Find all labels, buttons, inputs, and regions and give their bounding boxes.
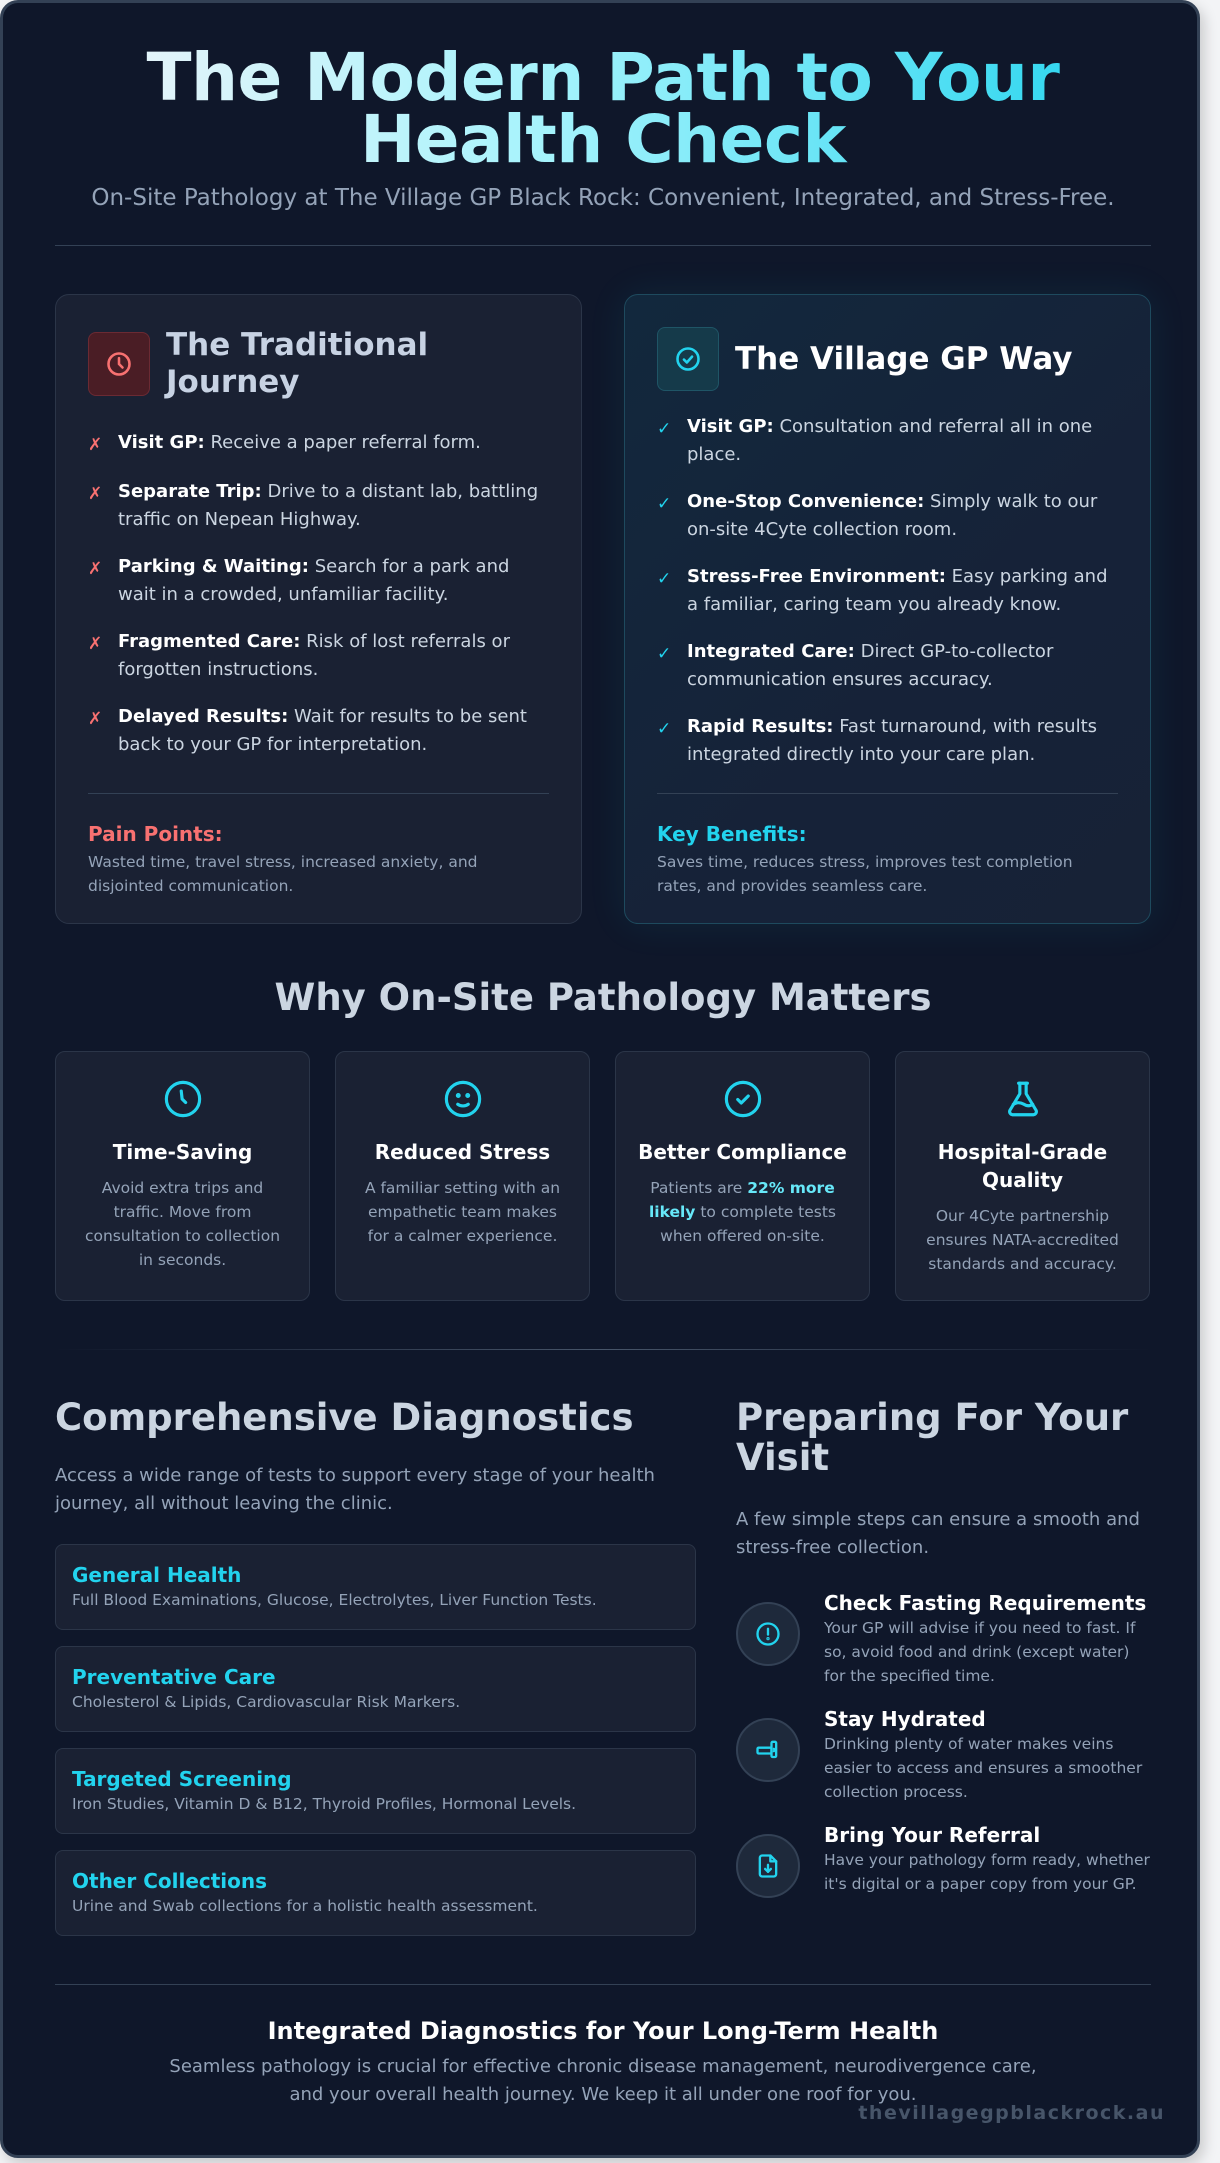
- list-item: ✗Visit GP: Receive a paper referral form…: [88, 429, 549, 459]
- x-mark-icon: ✗: [88, 435, 103, 455]
- why-section-title: Why On-Site Pathology Matters: [274, 976, 932, 1019]
- smile-icon: [356, 1078, 569, 1122]
- features-grid: Time-Saving Avoid extra trips and traffi…: [55, 1051, 1151, 1301]
- feature-title: Time-Saving: [112, 1140, 253, 1164]
- x-mark-icon: ✗: [88, 634, 103, 654]
- check-mark-icon: ✓: [657, 494, 672, 514]
- diagnostics-list: General Health Full Blood Examinations, …: [55, 1544, 696, 1936]
- comparison-section: The Traditional Journey ✗Visit GP: Recei…: [55, 294, 1151, 924]
- diagnostic-item-other-collections: Other Collections Urine and Swab collect…: [55, 1850, 696, 1936]
- list-item: ✓Integrated Care: Direct GP-to-collector…: [657, 638, 1118, 694]
- village-list: ✓Visit GP: Consultation and referral all…: [657, 413, 1118, 769]
- website-watermark: thevillagegpblackrock.au: [858, 2102, 1165, 2124]
- feature-time-saving: Time-Saving Avoid extra trips and traffi…: [55, 1051, 310, 1301]
- list-item: ✓One-Stop Convenience: Simply walk to ou…: [657, 488, 1118, 544]
- footer: Integrated Diagnostics for Your Long-Ter…: [55, 2017, 1151, 2109]
- divider: [55, 1984, 1151, 1985]
- feature-text: Avoid extra trips and traffic. Move from…: [84, 1179, 281, 1269]
- page-subtitle: On-Site Pathology at The Village GP Blac…: [91, 185, 1115, 211]
- card-title: The Village GP Way: [735, 340, 1073, 377]
- key-benefits: Key Benefits: Saves time, reduces stress…: [657, 793, 1118, 898]
- feature-better-compliance: Better Compliance Patients are 22% more …: [615, 1051, 870, 1301]
- prep-step-hydrated: Stay Hydrated Drinking plenty of water m…: [736, 1706, 1151, 1804]
- check-mark-icon: ✓: [657, 419, 672, 439]
- water-tap-icon: [736, 1718, 800, 1782]
- list-item: ✗Parking & Waiting: Search for a park an…: [88, 553, 549, 609]
- feature-title: Reduced Stress: [374, 1140, 551, 1164]
- feature-text: Our 4Cyte partnership ensures NATA-accre…: [926, 1207, 1119, 1273]
- divider: [55, 1349, 1151, 1350]
- feature-hospital-grade-quality: Hospital-Grade Quality Our 4Cyte partner…: [895, 1051, 1150, 1301]
- check-circle-icon: [657, 327, 719, 391]
- x-mark-icon: ✗: [88, 559, 103, 579]
- check-mark-icon: ✓: [657, 569, 672, 589]
- preparation-steps: Check Fasting Requirements Your GP will …: [736, 1590, 1151, 1898]
- diagnostics-title: Comprehensive Diagnostics: [55, 1396, 634, 1439]
- pain-points-text: Wasted time, travel stress, increased an…: [88, 853, 478, 895]
- feature-title: Hospital-Grade Quality: [937, 1140, 1108, 1192]
- footer-title: Integrated Diagnostics for Your Long-Ter…: [267, 2017, 939, 2045]
- village-gp-way-card: The Village GP Way ✓Visit GP: Consultati…: [624, 294, 1151, 924]
- pain-points: Pain Points: Wasted time, travel stress,…: [88, 793, 549, 898]
- feature-text: Patients are 22% more likely to complete…: [648, 1179, 837, 1245]
- feature-reduced-stress: Reduced Stress A familiar setting with a…: [335, 1051, 590, 1301]
- feature-text: A familiar setting with an empathetic te…: [364, 1179, 561, 1245]
- check-mark-icon: ✓: [657, 644, 672, 664]
- key-benefits-label: Key Benefits:: [657, 822, 807, 846]
- card-title: The Traditional Journey: [166, 327, 429, 400]
- preparing-column: Preparing For Your Visit A few simple st…: [736, 1398, 1151, 1952]
- prep-step-fasting: Check Fasting Requirements Your GP will …: [736, 1590, 1151, 1688]
- file-download-icon: [736, 1834, 800, 1898]
- header: The Modern Path to Your Health Check On-…: [55, 45, 1151, 212]
- alert-circle-icon: [736, 1602, 800, 1666]
- x-mark-icon: ✗: [88, 484, 103, 504]
- traditional-list: ✗Visit GP: Receive a paper referral form…: [88, 429, 549, 759]
- page-title: The Modern Path to Your Health Check: [55, 45, 1151, 173]
- highlight-stat: 22% more likely: [648, 1179, 835, 1221]
- pain-points-label: Pain Points:: [88, 822, 223, 846]
- list-item: ✗Fragmented Care: Risk of lost referrals…: [88, 628, 549, 684]
- footer-text: Seamless pathology is crucial for effect…: [169, 2056, 1037, 2105]
- check-circle-icon: [636, 1078, 849, 1122]
- prep-step-referral: Bring Your Referral Have your pathology …: [736, 1822, 1151, 1898]
- divider: [55, 245, 1151, 246]
- list-item: ✗Separate Trip: Drive to a distant lab, …: [88, 478, 549, 534]
- list-item: ✓Rapid Results: Fast turnaround, with re…: [657, 713, 1118, 769]
- content: The Modern Path to Your Health Check On-…: [55, 3, 1151, 2109]
- clock-icon: [76, 1078, 289, 1122]
- check-mark-icon: ✓: [657, 719, 672, 739]
- diagnostic-item-targeted-screening: Targeted Screening Iron Studies, Vitamin…: [55, 1748, 696, 1834]
- details-section: Comprehensive Diagnostics Access a wide …: [55, 1398, 1151, 1952]
- x-mark-icon: ✗: [88, 709, 103, 729]
- preparing-description: A few simple steps can ensure a smooth a…: [736, 1509, 1140, 1558]
- list-item: ✓Visit GP: Consultation and referral all…: [657, 413, 1118, 469]
- diagnostics-description: Access a wide range of tests to support …: [55, 1465, 655, 1514]
- diagnostics-column: Comprehensive Diagnostics Access a wide …: [55, 1398, 696, 1952]
- traditional-journey-card: The Traditional Journey ✗Visit GP: Recei…: [55, 294, 582, 924]
- preparing-title: Preparing For Your Visit: [736, 1396, 1129, 1479]
- feature-title: Better Compliance: [638, 1140, 847, 1164]
- list-item: ✗Delayed Results: Wait for results to be…: [88, 703, 549, 759]
- clock-icon: [88, 332, 150, 396]
- key-benefits-text: Saves time, reduces stress, improves tes…: [657, 853, 1073, 895]
- diagnostic-item-general-health: General Health Full Blood Examinations, …: [55, 1544, 696, 1630]
- list-item: ✓Stress-Free Environment: Easy parking a…: [657, 563, 1118, 619]
- flask-icon: [916, 1078, 1129, 1122]
- diagnostic-item-preventative-care: Preventative Care Cholesterol & Lipids, …: [55, 1646, 696, 1732]
